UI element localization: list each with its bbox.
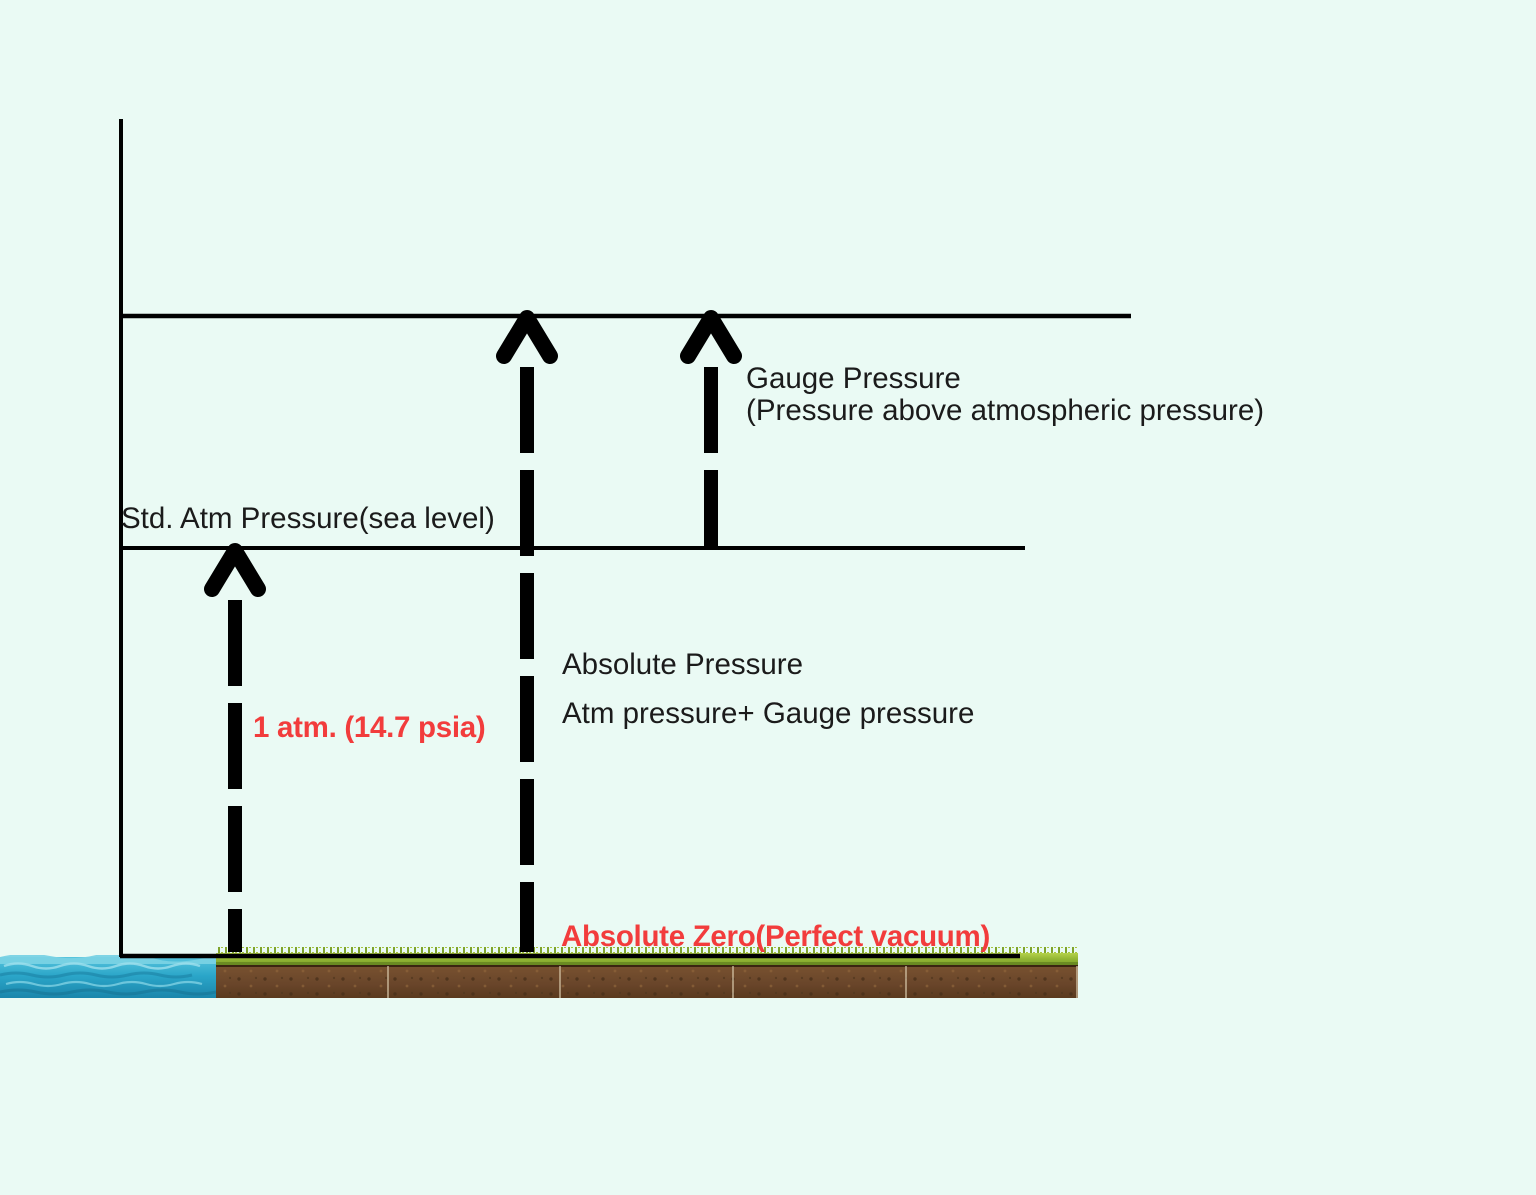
absolute-zero-label: Absolute Zero(Perfect vacuum) [561,920,990,953]
soil [216,964,1078,998]
water [0,955,216,998]
std-atm-pressure-label: Std. Atm Pressure(sea level) [121,502,495,535]
gauge-pressure-title: Gauge Pressure [746,362,961,395]
one-atm-label: 1 atm. (14.7 psia) [253,711,486,744]
arrow-up-icon [204,543,266,597]
atm-pressure-arrow [204,543,266,952]
absolute-pressure-arrow [496,310,558,952]
gauge-pressure-label: Gauge Pressure (Pressure above atmospher… [746,362,1264,427]
gauge-pressure-arrow [680,310,742,546]
arrow-up-icon [496,310,558,364]
arrows [204,310,742,952]
absolute-pressure-label: Absolute Pressure [562,648,804,681]
absolute-pressure-formula: Atm pressure+ Gauge pressure [562,697,975,730]
reference-lines [119,119,1131,959]
ground [0,947,1078,998]
gauge-pressure-subtitle: (Pressure above atmospheric pressure) [746,394,1265,427]
arrow-up-icon [680,310,742,364]
